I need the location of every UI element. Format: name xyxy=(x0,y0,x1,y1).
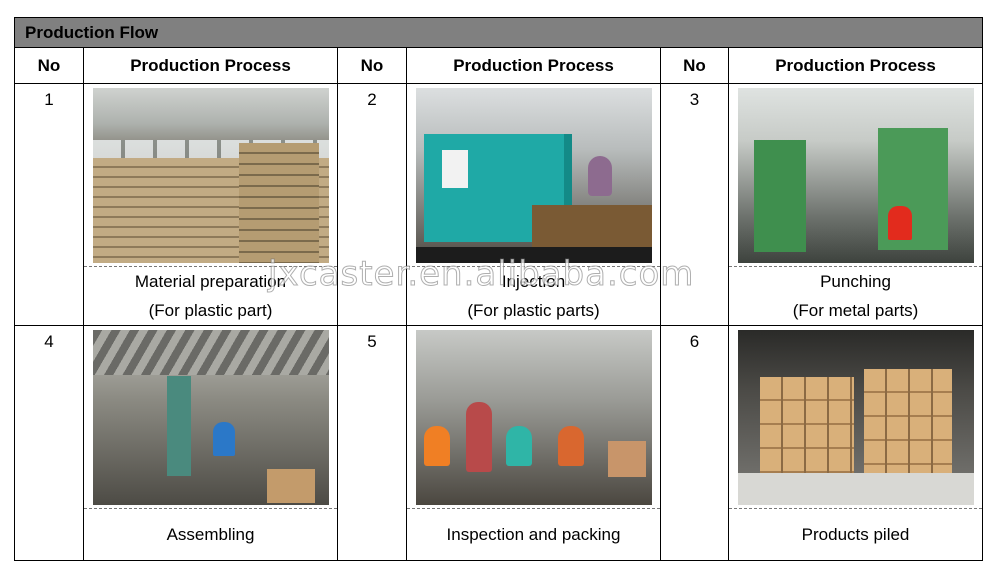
photo-cell xyxy=(83,325,338,509)
step-caption: Injection (For plastic parts) xyxy=(406,266,661,326)
header-process-2: Production Process xyxy=(406,47,661,84)
step-caption: Material preparation (For plastic part) xyxy=(83,266,338,326)
caption-line: (For plastic parts) xyxy=(467,301,600,320)
step-caption: Products piled xyxy=(727,508,984,561)
photo-cell xyxy=(727,325,984,509)
caption-line: (For plastic part) xyxy=(148,301,273,320)
products-piled-photo xyxy=(737,330,974,505)
table-row: 4 5 6 xyxy=(14,325,984,561)
step-caption: Punching (For metal parts) xyxy=(727,266,984,326)
step-number: 3 xyxy=(660,83,729,326)
step-number: 6 xyxy=(660,325,729,561)
header-no-3: No xyxy=(660,47,729,84)
table-row: Material preparation (For plastic part) … xyxy=(15,266,984,326)
caption-line: (For metal parts) xyxy=(792,301,919,320)
header-no-1: No xyxy=(14,47,84,84)
photo-cell xyxy=(406,83,661,267)
photo-cell xyxy=(83,83,338,267)
step-number: 1 xyxy=(14,83,84,326)
step-number: 4 xyxy=(14,325,84,561)
step-number: 5 xyxy=(337,325,407,561)
photo-cell xyxy=(727,83,984,267)
caption-line: Injection xyxy=(501,272,566,291)
step-number: 2 xyxy=(337,83,407,326)
injection-photo xyxy=(415,88,652,263)
step-caption: Assembling xyxy=(83,508,338,561)
header-process-1: Production Process xyxy=(83,47,338,84)
title-row: Production Flow xyxy=(13,17,984,48)
table-row: Assembling Inspection and packing Produc… xyxy=(15,508,984,561)
table-row: 1 2 3 xyxy=(14,83,984,326)
header-process-3: Production Process xyxy=(727,47,984,84)
table-title: Production Flow xyxy=(13,17,984,48)
caption-line: Material preparation xyxy=(134,272,287,291)
material-preparation-photo xyxy=(92,88,329,263)
caption-line: Punching xyxy=(820,272,891,291)
header-row: No Production Process No Production Proc… xyxy=(14,47,984,84)
header-no-2: No xyxy=(337,47,407,84)
assembling-photo xyxy=(92,330,329,505)
production-flow-table: Production Flow No Production Process No… xyxy=(13,17,984,561)
photo-cell xyxy=(406,325,661,509)
punching-photo xyxy=(737,88,974,263)
step-caption: Inspection and packing xyxy=(406,508,661,561)
inspection-packing-photo xyxy=(415,330,652,505)
